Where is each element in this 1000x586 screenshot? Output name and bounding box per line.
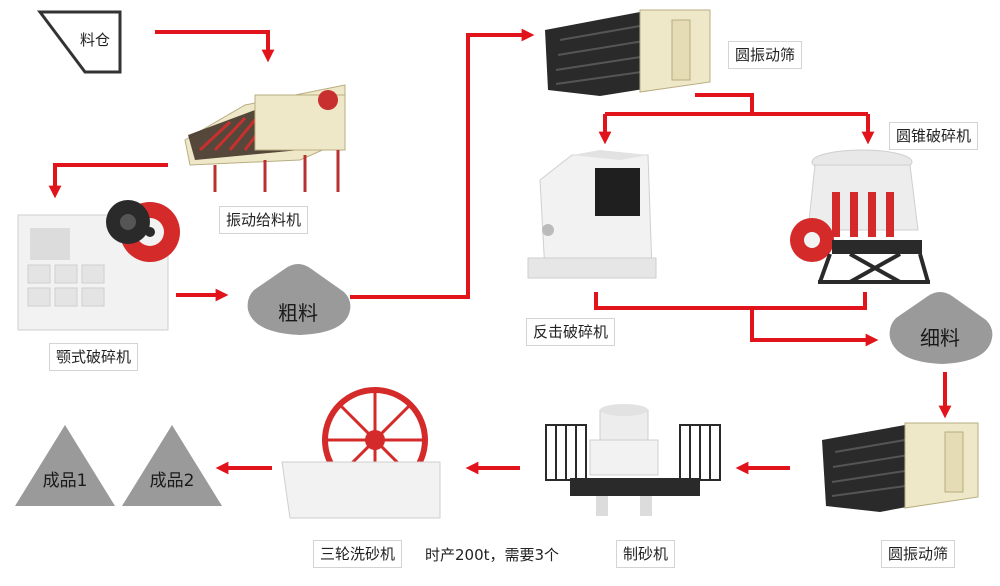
jaw-crusher-machine (17, 200, 180, 331)
impact-crusher-label: 反击破碎机 (526, 318, 616, 346)
product-2-label: 成品2 (150, 471, 195, 491)
fine-material-pile (889, 292, 993, 364)
arrow-coarse-to-screen (350, 28, 535, 299)
cone-crusher-label: 圆锥破碎机 (889, 122, 979, 150)
sand-washer-machine (281, 387, 441, 519)
vibrating-screen-top-label: 圆振动筛 (728, 41, 803, 69)
product-1-pile (15, 425, 115, 506)
silo-icon (37, 10, 122, 74)
arrow-screen-split (695, 93, 754, 114)
sand-maker-machine (545, 404, 721, 516)
product-1-label: 成品1 (43, 471, 88, 491)
vibrating-feeder-machine (184, 84, 346, 192)
sand-washer-label: 三轮洗砂机 (313, 540, 403, 568)
vibrating-screen-top-machine (545, 9, 711, 96)
sand-washer-note: 时产200t，需要3个 (425, 546, 560, 564)
arrow-impact-to-fine (594, 292, 752, 310)
sand-maker-label: 制砂机 (616, 540, 676, 568)
arrow-feeder-to-jaw (48, 163, 168, 199)
fine-material-label: 细料 (920, 326, 960, 350)
coarse-material-pile (247, 264, 351, 335)
cone-crusher-machine (790, 149, 930, 284)
vibrating-screen-bottom-label: 圆振动筛 (881, 540, 956, 568)
coarse-material-label: 粗料 (278, 301, 318, 325)
vibrating-feeder-label: 振动给料机 (219, 206, 309, 234)
vibrating-screen-bottom-machine (822, 422, 979, 512)
jaw-crusher-label: 颚式破碎机 (49, 343, 139, 371)
product-2-pile (122, 425, 222, 506)
arrow-cone-merge (752, 292, 867, 310)
impact-crusher-machine (527, 150, 657, 279)
arrow-merge-to-fine (750, 308, 879, 347)
flow-arrows (48, 28, 952, 475)
silo-label: 料仓 (80, 31, 110, 49)
arrow-silo-to-feeder (155, 30, 275, 63)
